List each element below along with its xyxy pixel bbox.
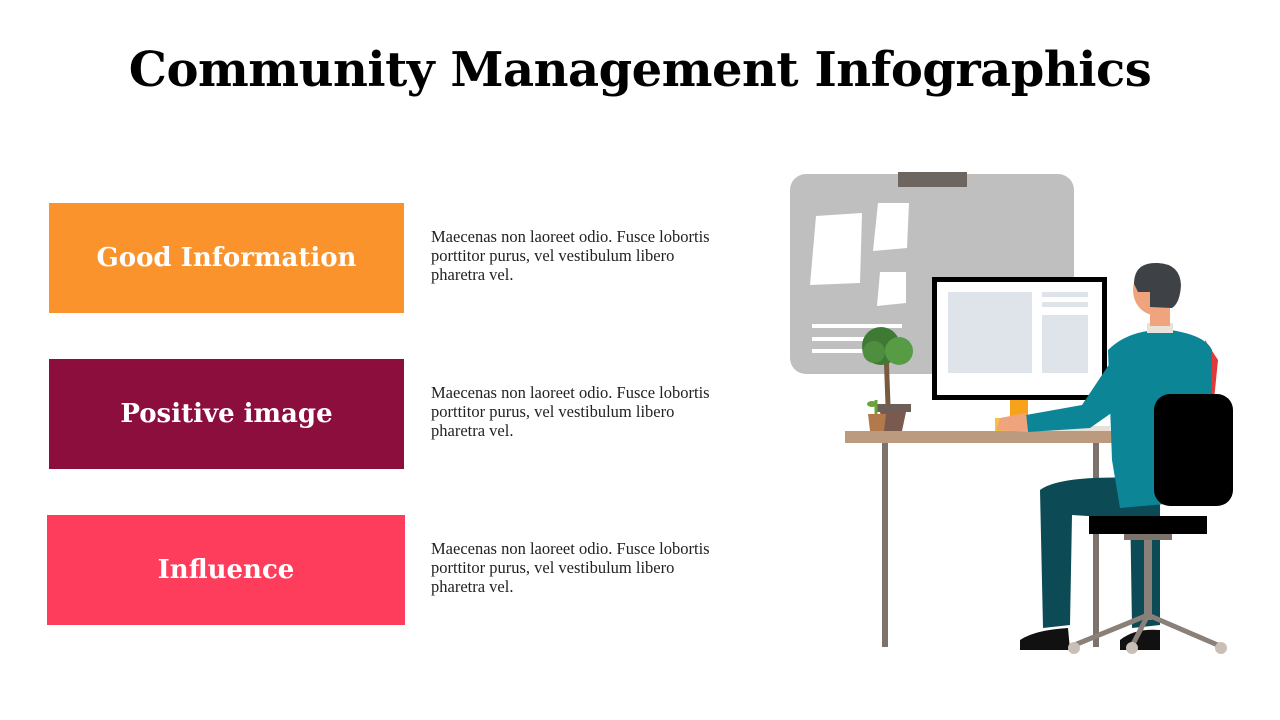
card-label: Positive image — [120, 399, 333, 429]
card-good-information: Good Information — [49, 203, 404, 313]
potted-plant-icon — [862, 327, 913, 431]
sticky-note-icon — [877, 272, 906, 306]
office-worker-illustration — [790, 172, 1233, 654]
card-description: Maecenas non laoreet odio. Fusce loborti… — [431, 227, 710, 284]
page-title: Community Management Infographics — [128, 42, 1152, 98]
card-label: Influence — [157, 555, 295, 585]
card-label: Good Information — [96, 243, 357, 273]
sticky-note-icon — [810, 213, 862, 285]
card-positive-image: Positive image — [49, 359, 404, 469]
desk-icon — [845, 431, 1130, 647]
card-influence: Influence — [47, 515, 405, 625]
office-chair-icon — [1068, 394, 1233, 654]
computer-monitor-icon — [932, 277, 1107, 431]
card-description: Maecenas non laoreet odio. Fusce loborti… — [431, 383, 710, 440]
sticky-note-icon — [873, 203, 909, 251]
card-description: Maecenas non laoreet odio. Fusce loborti… — [431, 539, 710, 596]
